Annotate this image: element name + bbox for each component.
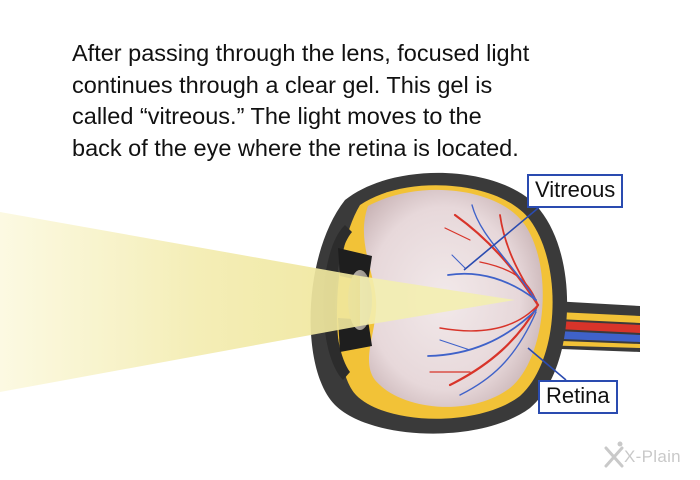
retina-label: Retina: [538, 380, 618, 414]
cornea: [323, 225, 352, 380]
caption-line: After passing through the lens, focused …: [72, 40, 530, 66]
retina-leader-line: [527, 347, 567, 381]
brand-logo-icon: [604, 441, 624, 468]
caption-line: called “vitreous.” The light moves to th…: [72, 103, 482, 129]
caption-text: After passing through the lens, focused …: [72, 38, 632, 164]
caption-line: back of the eye where the retina is loca…: [72, 134, 519, 161]
vitreous-label: Vitreous: [527, 174, 624, 208]
retina-vessels: [427, 204, 540, 396]
vitreous-leader-line: [463, 203, 544, 271]
caption-line: continues through a clear gel. This gel …: [72, 71, 493, 98]
brand-name: X-Plain: [624, 447, 681, 466]
light-beam: [0, 212, 515, 392]
